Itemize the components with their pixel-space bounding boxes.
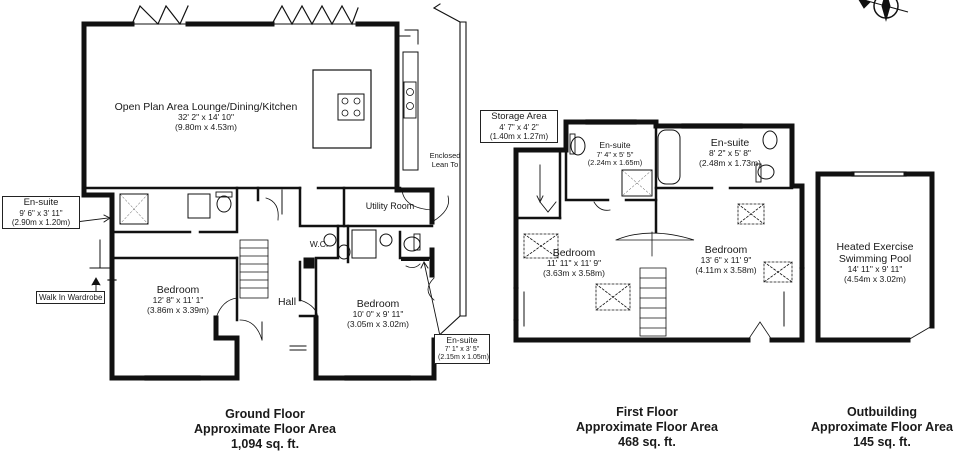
room-dim-metric: (2.24m x 1.65m): [587, 158, 643, 168]
room-dim-imperial: 32' 2" x 14' 10": [177, 112, 235, 123]
first-stairs: [615, 231, 695, 337]
room-name: Walk In Wardrobe: [39, 293, 103, 302]
room-name: Enclosed Lean To: [429, 151, 461, 169]
room-dim-imperial: 14' 11" x 9' 11": [847, 264, 903, 275]
room-dim-imperial: 10' 0" x 9' 11": [352, 309, 404, 320]
room-dim-imperial: 9' 6" x 3' 11": [19, 208, 63, 218]
room-label-lean-to: Enclosed Lean To: [426, 151, 464, 169]
caption-area: 145 sq. ft.: [853, 435, 911, 449]
caption-area-label: Approximate Floor Area: [194, 422, 336, 436]
room-label-open-plan: Open Plan Area Lounge/Dining/Kitchen 32'…: [108, 101, 304, 133]
room-label-ensuite-small: En-suite 7' 1" x 3' 5" (2.15m x 1.05m): [434, 334, 490, 364]
room-name: En-suite: [599, 140, 631, 150]
room-label-walk-in-wardrobe: Walk In Wardrobe: [36, 291, 106, 305]
room-label-bedroom-first-left: Bedroom 11' 11" x 11' 9" (3.63m x 3.58m): [524, 247, 624, 279]
room-dim-imperial: 7' 4" x 5' 5": [596, 149, 634, 159]
room-dim-metric: (9.80m x 4.53m): [175, 121, 237, 132]
room-dim-metric: (3.86m x 3.39m): [147, 304, 209, 315]
room-dim-metric: (4.54m x 3.02m): [844, 273, 906, 284]
room-dim-imperial: 7' 1" x 3' 5": [444, 345, 480, 353]
room-label-ensuite-left: En-suite 9' 6" x 3' 11" (2.90m x 1.20m): [2, 196, 80, 230]
room-label-bedroom-right: Bedroom 10' 0" x 9' 11" (3.05m x 3.02m): [330, 298, 426, 330]
caption-title: First Floor: [616, 405, 678, 419]
room-dim-imperial: 13' 6" x 11' 9": [700, 255, 752, 266]
room-label-storage: Storage Area 4' 7" x 4' 2" (1.40m x 1.27…: [480, 110, 558, 144]
ground-floor-windows: [107, 279, 411, 381]
room-dim-metric: (2.15m x 1.05m): [438, 353, 489, 361]
room-label-bedroom-first-right: Bedroom 13' 6" x 11' 9" (4.11m x 3.58m): [676, 244, 776, 276]
caption-area-label: Approximate Floor Area: [576, 420, 718, 434]
caption-area: 468 sq. ft.: [618, 435, 676, 449]
kitchen-island: [312, 69, 372, 149]
caption-ground-floor: Ground Floor Approximate Floor Area 1,09…: [180, 407, 350, 452]
hob: [337, 93, 365, 121]
room-dim-metric: (1.40m x 1.27m): [489, 132, 549, 142]
room-dim-imperial: 12' 8" x 11' 1": [152, 295, 204, 306]
caption-title: Outbuilding: [846, 405, 918, 419]
room-dim-metric: (2.90m x 1.20m): [11, 218, 71, 228]
room-label-utility: Utility Room: [348, 201, 432, 211]
room-dim-imperial: 8' 2" x 5' 8": [709, 148, 751, 159]
room-name-line1: Heated Exercise: [836, 241, 914, 253]
patio-doors: [131, 4, 359, 26]
room-label-ensuite-first-right: En-suite 8' 2" x 5' 8" (2.48m x 1.73m): [690, 137, 770, 169]
room-dim-imperial: 4' 7" x 4' 2": [499, 122, 539, 132]
first-floor-interior-walls: [514, 124, 794, 234]
room-dim-metric: (2.48m x 1.73m): [699, 157, 761, 168]
outbuilding-walls: [815, 171, 935, 343]
caption-title: Ground Floor: [225, 407, 305, 421]
room-name: En-suite: [23, 197, 59, 208]
room-label-ensuite-first-left: En-suite 7' 4" x 5' 5" (2.24m x 1.65m): [586, 140, 644, 168]
room-name-line2: Swimming Pool: [838, 253, 912, 266]
room-name: W.C.: [309, 239, 329, 249]
room-dim-metric: (3.05m x 3.02m): [347, 318, 409, 329]
caption-first-floor: First Floor Approximate Floor Area 468 s…: [562, 405, 732, 450]
room-dim-metric: (3.63m x 3.58m): [543, 267, 605, 278]
room-name: Bedroom: [356, 298, 400, 310]
room-label-swimming-pool: Heated Exercise Swimming Pool 14' 11" x …: [826, 241, 924, 285]
lean-to-glazing: [433, 3, 467, 341]
compass-icon: [858, 0, 909, 22]
room-name: Storage Area: [491, 111, 547, 122]
room-dim-metric: (4.11m x 3.58m): [695, 264, 757, 275]
caption-area: 1,094 sq. ft.: [230, 437, 300, 451]
room-name: Bedroom: [704, 244, 748, 256]
room-label-bedroom-left: Bedroom 12' 8" x 11' 1" (3.86m x 3.39m): [128, 284, 228, 316]
room-name: Bedroom: [552, 247, 596, 259]
room-name: Open Plan Area Lounge/Dining/Kitchen: [114, 101, 298, 113]
ground-stairs: [239, 239, 269, 299]
room-name: Bedroom: [156, 284, 200, 296]
caption-outbuilding: Outbuilding Approximate Floor Area 145 s…: [800, 405, 964, 450]
caption-area-label: Approximate Floor Area: [811, 420, 953, 434]
room-dim-imperial: 11' 11" x 11' 9": [546, 258, 602, 269]
room-name: Utility Room: [365, 201, 415, 211]
room-name: En-suite: [710, 137, 750, 149]
ground-floor-walls: [81, 21, 437, 381]
room-label-wc: W.C.: [304, 239, 334, 250]
room-name: En-suite: [446, 335, 478, 345]
ground-floor-interior-walls: [82, 186, 434, 322]
room-label-hall: Hall: [270, 296, 304, 308]
room-name: Hall: [277, 296, 297, 308]
